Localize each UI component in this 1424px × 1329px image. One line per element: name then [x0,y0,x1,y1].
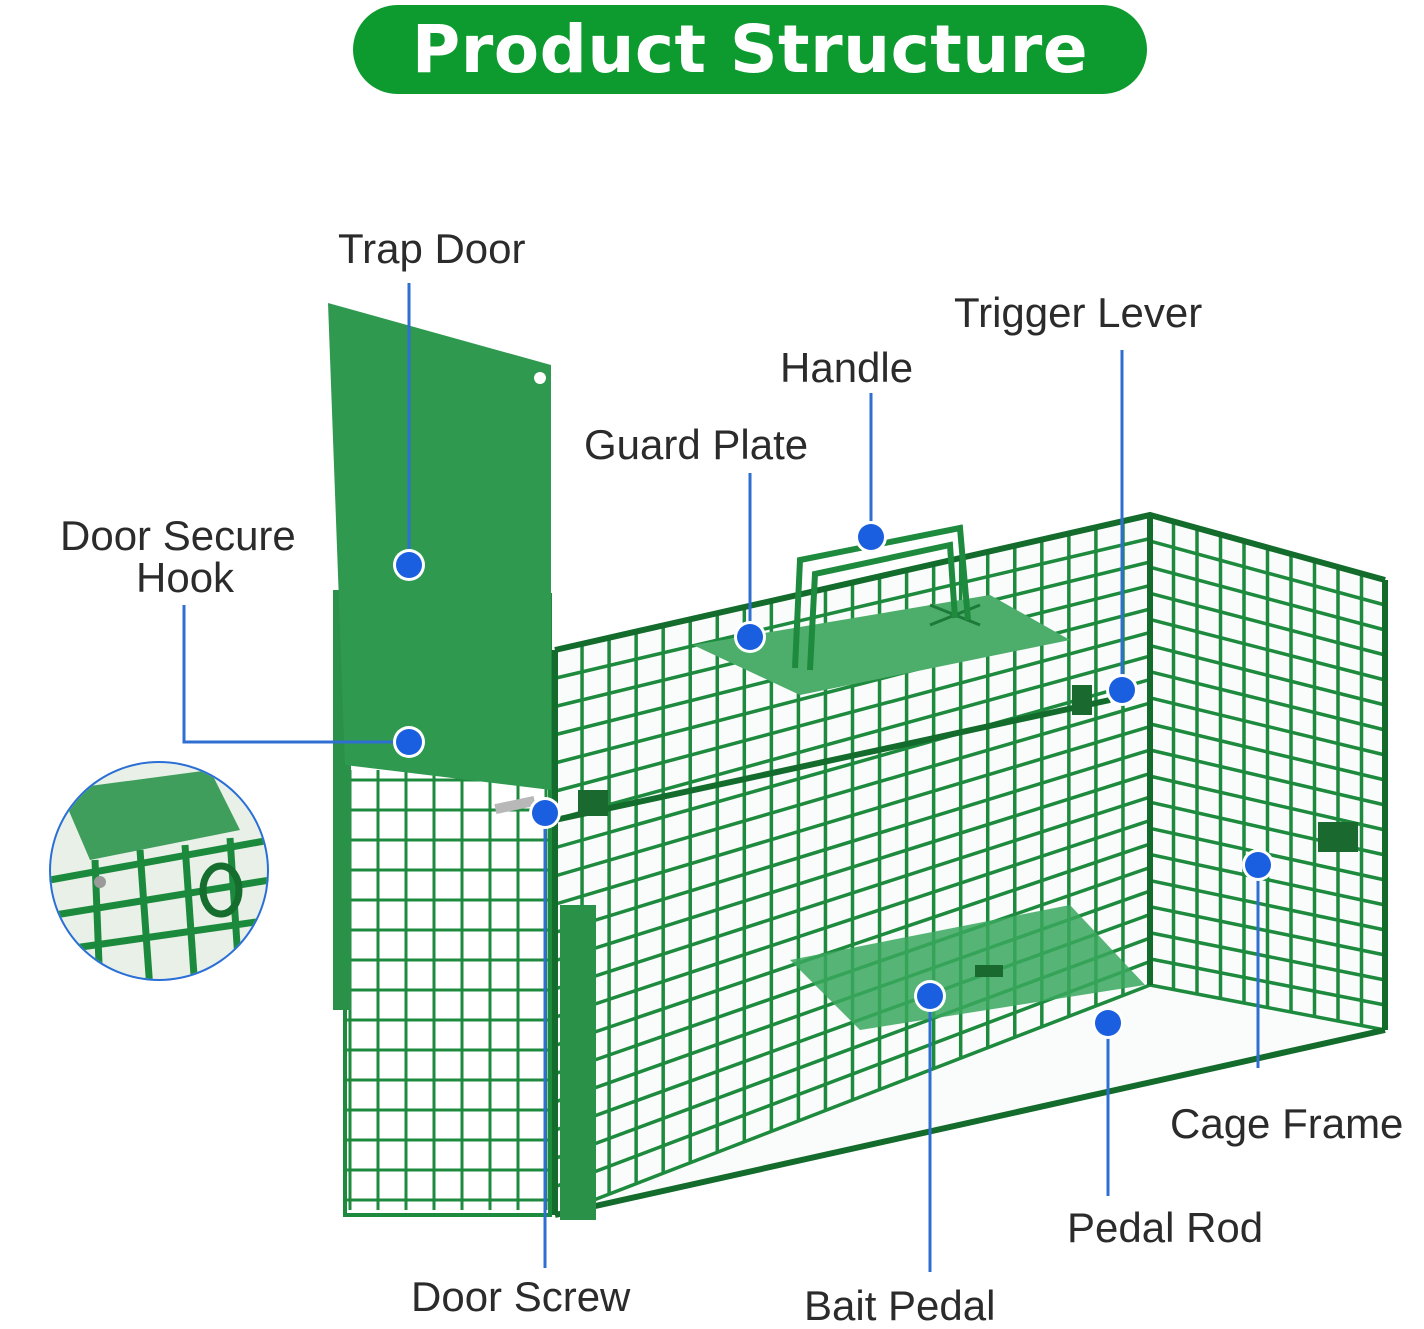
cage-frame-edges [552,511,1388,1218]
trap-door-marker [393,549,425,581]
leader-lines [182,283,1260,1272]
cage-frame-marker [1242,849,1274,881]
label-guard-plate: Guard Plate [584,421,809,468]
trigger-lever-marker [1106,674,1138,706]
handle-marker [855,521,887,553]
door-secure-hook-marker [393,726,425,758]
door-screw-marker [529,797,561,829]
bait-pedal-marker [914,980,946,1012]
label-trap-door: Trap Door [338,225,526,272]
page-title: Product Structure [411,11,1089,88]
label-door-screw: Door Screw [411,1273,631,1320]
door-hook-closeup-icon [51,763,267,979]
markers [393,521,1274,1039]
trap-door-plate [328,303,551,815]
side-latches [578,685,1358,852]
door-hook-closeup-inset [49,761,269,981]
label-door-secure-hook-line2: Hook [136,554,235,601]
label-trigger-lever: Trigger Lever [954,289,1203,336]
title-banner: Product Structure [353,5,1147,94]
label-pedal-rod: Pedal Rod [1067,1204,1264,1251]
front-door-frame [333,590,596,1220]
pedal-rod-marker [1092,1007,1124,1039]
bait-pedal-part [790,905,1145,1030]
label-cage-frame: Cage Frame [1170,1100,1404,1147]
label-bait-pedal: Bait Pedal [804,1282,996,1329]
label-handle: Handle [780,344,914,391]
label-door-secure-hook-line1: Door Secure [60,512,296,559]
guard-plate-marker [734,621,766,653]
